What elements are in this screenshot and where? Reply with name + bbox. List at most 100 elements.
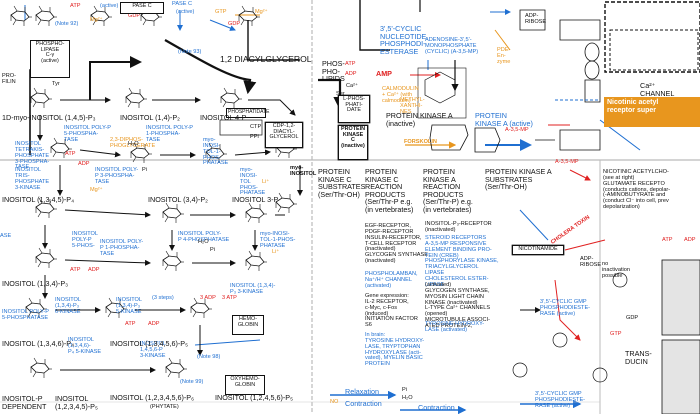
label-pkc-egf: EGF-RECEPTOR, PDGF-RECEPTOR INSULIN-RECE… (365, 223, 428, 265)
label-atp3-in: 3 ATP (222, 295, 237, 301)
label-adp-c: ADP (148, 321, 160, 327)
label-r-atp: ATP (662, 237, 673, 243)
phosphatidate-box: L-PHOS- PHATI- DATE (338, 95, 370, 123)
label-diphosphoglycerate: 2,3-DIPHOS- PHOGLYCERATE (110, 137, 156, 149)
label-pkc-gene: Gene expression: IL-2 RECEPTOR, c-Myc, c… (365, 293, 418, 329)
label-k15: INOSITOL (1,3,4,6)- P₄ 5-KINASE (68, 337, 102, 355)
label-k17: INOSITOL (1,3,4)- P₃ 3-KINASE (230, 283, 276, 295)
label-pka-list-blue: STEROID RECEPTORS A-3,5-MP RESPONSIVE EL… (425, 235, 499, 288)
label-ip1345: INOSITOL (1,3,4,5)-P₄ (2, 195, 75, 204)
label-k12: INOSITOL POLY-P 5-PHOSPHATASE (2, 309, 49, 321)
label-ip14: INOSITOL (1,4)-P₂ (120, 113, 180, 122)
cdp-dag-box: CDP-1,2- DIACYL- GLYCEROL (265, 122, 303, 148)
label-note99: (Note 99) (180, 379, 204, 385)
label-ip1346: INOSITOL (1,3,4,6)-P₄ (2, 339, 75, 348)
label-ip12456: INOSITOL (1,2,4,5,6)-P₅ (215, 393, 293, 402)
label-transducin: TRANS- DUCIN (625, 349, 652, 366)
label-ip123456: INOSITOL (1,2,3,4,5,6)-P₆ (110, 393, 194, 402)
label-profilin: PRO- FILIN (2, 73, 16, 85)
label-a35mp-1: A-3,5-MP (505, 127, 529, 133)
label-amp: AMP (376, 69, 392, 78)
label-gdp: GDP (128, 13, 141, 19)
label-ip4: INOSITOL 4-P (200, 113, 247, 122)
label-ca-channel: Ca²⁺ CHANNEL (640, 81, 675, 98)
label-pka-inactive: PROTEIN KINASE A (inactive) (386, 111, 453, 128)
label-adp-b: ADP (88, 267, 100, 273)
label-phytate: (PHYTATE) (150, 404, 179, 410)
label-k2: INOSITOL POLY-P 1-PHOSPHA- TASE (146, 125, 193, 143)
label-pka-list-black2: (activated) GLYCOGEN SYNTHASE, MYOSIN LI… (425, 282, 491, 330)
label-diacylglycerol: 1,2 DIACYLGLYCEROL (220, 54, 312, 64)
label-active-blue: (active) (176, 9, 195, 15)
label-k10: myo-INOSI- TOL-1-PHOS- PHATASE (260, 231, 296, 249)
label-ip3: INOSITOL 3-P (232, 195, 279, 204)
label-k16: INOSITOL (1,3,4)-P₃ 5-KINASE (116, 297, 143, 315)
label-no: NO (330, 399, 339, 405)
label-contraction2: Contraction (418, 403, 455, 412)
label-phospholipids: PHOS- PHO- LIPIDS (322, 59, 345, 84)
label-adp3: ADP (345, 71, 357, 77)
label-pka-substrates: PROTEIN KINASE A SUBSTRATES (Ser/Thr-OH) (485, 167, 552, 192)
label-pase-c-blue: PASE C (172, 1, 193, 7)
hemoglobin-box: HEMO- GLOBIN (232, 315, 264, 335)
pase-c-box: PASE C (120, 2, 164, 14)
label-relaxation: Relaxation (345, 387, 379, 396)
label-k1: INOSITOL POLY-P 5-PHOSPHA- TASE (64, 125, 111, 143)
label-adp-ribose2: ADP- RIBOSE (580, 256, 602, 268)
label-k8: myo- INOSI- TOL PHOS- PHATASE (240, 167, 266, 197)
label-h2o-a: H₂O (128, 141, 139, 147)
label-note92: (Note 92) (55, 21, 79, 27)
nicotinamide-box: NICOTINAMIDE (512, 245, 564, 255)
label-note93: (Note 93) (178, 49, 202, 55)
label-r-adp: ADP (684, 237, 696, 243)
label-pka-active: PROTEIN KINASE A (active) (475, 111, 533, 128)
label-atp-c: ATP (125, 321, 136, 327)
label-ser: Ser (336, 91, 345, 97)
pkc-inactive-box: PROTEIN KINASE C (inactive) (338, 125, 368, 160)
label-tyr: Tyr (52, 81, 60, 87)
label-ctp: CTP (250, 124, 262, 130)
label-pde-blue: PDE- En- zyme (497, 47, 511, 65)
label-k14: INOSITOL (1,3,4)-P₃ 6-KINASE (55, 297, 82, 315)
label-ase: ASE (0, 233, 12, 239)
label-pka-tyrosine: TYROSINE HYDROXY- LASE (activated) (425, 321, 485, 333)
label-k13: INOSITOL POLY- P 1-PHOSPHA- TASE (100, 239, 144, 257)
label-bottom-h2o: H₂O (402, 395, 413, 401)
label-mg-a: Mg²⁺ (90, 187, 103, 193)
label-r-gdp: GDP (626, 315, 639, 321)
nicotinic-box: Nicotinic acetyl receptor super (604, 97, 700, 127)
label-no-inact: no inactivation possible (602, 261, 630, 279)
label-atp-a: ATP (65, 151, 76, 157)
label-k6: INOSITOL POLY- P 3-PHOSPHA- TASE (95, 167, 139, 185)
label-atp3: ATP (345, 61, 356, 67)
label-adp-a: ADP (78, 161, 90, 167)
label-k4: INOSITOL TETRAKIS- PHOSPHATE 3-PHOSPHA- … (15, 141, 50, 171)
label-ip134: INOSITOL (1,3,4)-P₃ (2, 279, 69, 288)
label-pkc-substrates: PROTEIN KINASE C SUBSTRATES (Ser/Thr-OH) (318, 167, 366, 199)
label-active: (active) (100, 3, 119, 9)
label-myoinositol: myo- INOSITOL (290, 165, 317, 177)
label-pka-list-black: INOSITOL-P₃-RECEPTOR (inactivated) (425, 221, 492, 233)
label-atp: ATP (70, 3, 81, 9)
label-k5: INOSITOL TRIS- PHOSPHATE 3-KINASE (15, 167, 50, 191)
label-mg: Mg²⁺ (90, 17, 103, 23)
label-pka-products: PROTEIN KINASE A REACTION PRODUCTS (Ser/… (423, 167, 473, 214)
label-ip12345: INOSITOL (1,2,3,4,5)-P₅ (55, 394, 98, 411)
label-li-b: Li⁺ (272, 249, 280, 255)
label-pde: 3',5'-CYCLIC NUCLEOTIDE PHOSPHODI- ESTER… (380, 24, 427, 56)
label-ip34: INOSITOL (3,4)-P₂ (148, 195, 208, 204)
label-r-gtp: GTP (610, 331, 622, 337)
label-h2o-b: H₂O (198, 239, 209, 245)
label-mg2: Mg²⁺ (255, 9, 268, 15)
label-inositol-dependent: INOSITOL-P DEPENDENT (2, 394, 47, 411)
label-k3: INOSITOL POLY-P 5-PHOS- (72, 231, 99, 249)
label-calmodulin: CALMODULIN + Ca²⁺ (with calmodulin) (382, 86, 419, 104)
label-cgmp-pde2: 3',5'-CYCLIC GMP PHOSPHODIESTE- RASE (ac… (535, 391, 586, 409)
label-bottom-pi: Pi (402, 387, 407, 393)
label-gdp2: GDP (228, 21, 241, 27)
oxyhemoglobin-box: OXYHEMO- GLOBIN (225, 375, 265, 395)
label-adp-ribose: ADP- RIBOSE (525, 13, 547, 25)
label-ip145: 1D-myo-INOSITOL (1,4,5)-P₃ (2, 113, 96, 122)
label-ip13456: INOSITOL (1,3,4,5,6)-P₅ (110, 339, 188, 348)
label-pi-b: Pi (210, 247, 215, 253)
